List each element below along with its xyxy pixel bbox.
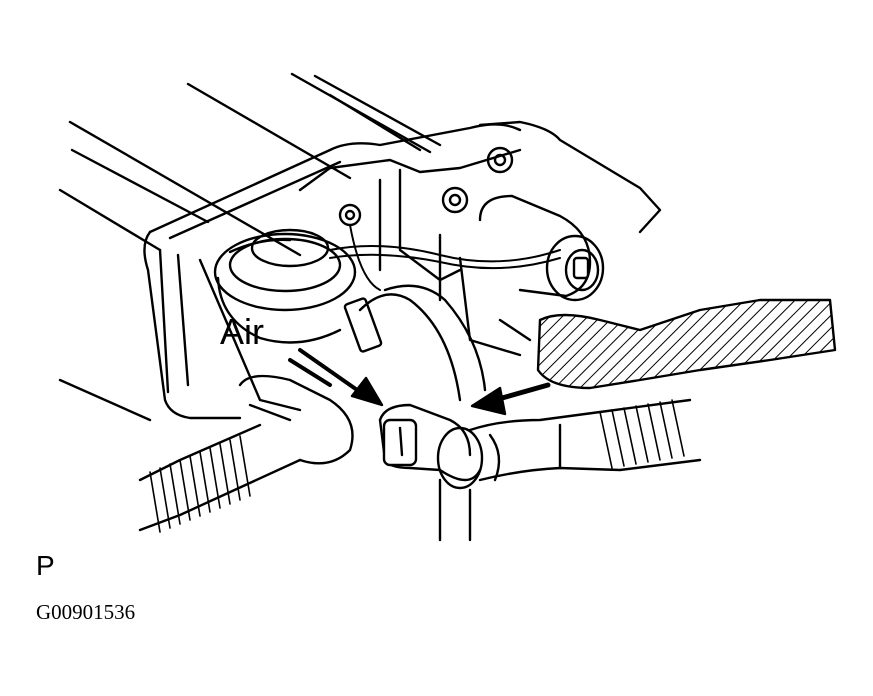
canister-valve	[213, 228, 357, 344]
removal-arrow	[470, 382, 551, 416]
air-label: Air	[220, 311, 264, 352]
figure-id: G00901536	[36, 600, 136, 624]
view-marker: P	[36, 550, 55, 581]
air-arrow	[288, 348, 384, 407]
canister-body	[58, 72, 522, 422]
hatched-hose-section	[536, 298, 837, 390]
right-hose	[468, 398, 702, 482]
left-hose	[138, 374, 354, 533]
wire-harness	[329, 224, 561, 291]
vsv-assembly	[298, 120, 662, 357]
hose-connector	[378, 403, 484, 542]
upper-hose	[343, 284, 487, 402]
